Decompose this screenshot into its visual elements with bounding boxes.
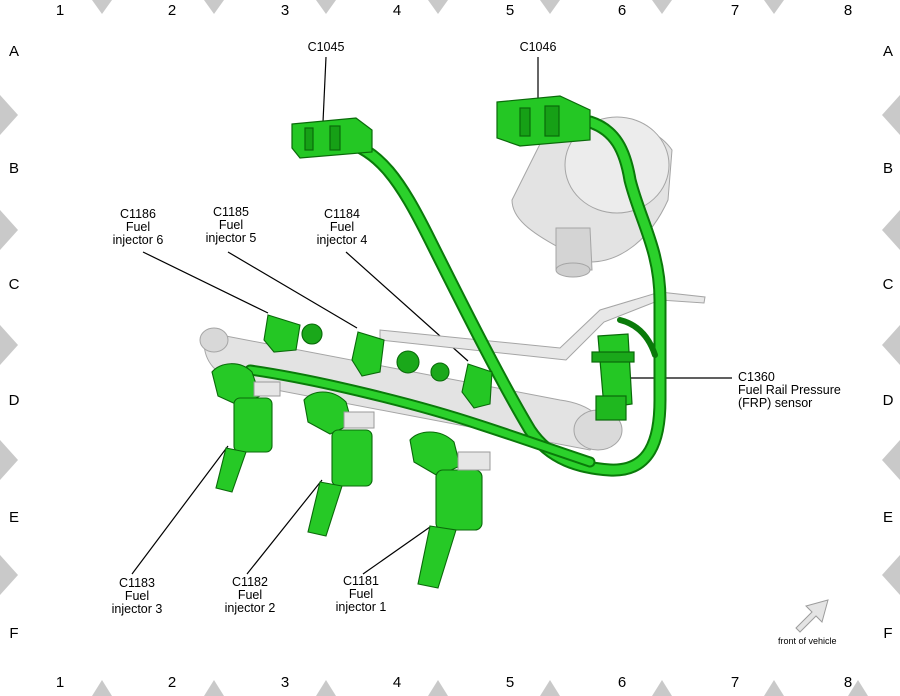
c1045-id: C1045 bbox=[307, 40, 345, 54]
c1181-line1: Fuel bbox=[348, 587, 374, 601]
injector-1-connector bbox=[409, 431, 461, 477]
connector-c1045-body bbox=[291, 117, 373, 159]
lower-injectors bbox=[211, 363, 483, 589]
harness-frp-branch bbox=[617, 317, 658, 358]
grid-row-d-left: D bbox=[8, 392, 20, 409]
c1184-line1: Fuel bbox=[329, 220, 355, 234]
grid-row-d-right: D bbox=[882, 392, 894, 409]
fuel-rail-assembly bbox=[199, 116, 706, 451]
injector-5-connector bbox=[351, 331, 385, 377]
front-of-vehicle-arrow-icon bbox=[795, 599, 829, 633]
grid-row-c-right: C bbox=[882, 276, 894, 293]
c1183-line2: injector 3 bbox=[111, 602, 163, 616]
label-c1045: C1045 bbox=[300, 41, 352, 54]
grid-col-6-bottom: 6 bbox=[617, 674, 627, 691]
pump-cap bbox=[564, 116, 670, 214]
grid-row-a-left: A bbox=[8, 43, 19, 60]
c1185-line1: Fuel bbox=[218, 218, 244, 232]
pressure-line bbox=[379, 291, 706, 361]
c1186-id: C1186 bbox=[120, 207, 156, 221]
grid-col-7-bottom: 7 bbox=[730, 674, 740, 691]
label-c1186: C1186 Fuel injector 6 bbox=[100, 208, 176, 247]
c1360-line2: (FRP) sensor bbox=[738, 396, 813, 410]
fuel-rail bbox=[203, 331, 607, 451]
grid-col-4-top: 4 bbox=[392, 2, 402, 19]
c1181-line2: injector 1 bbox=[335, 600, 387, 614]
c1185-id: C1185 bbox=[213, 205, 249, 219]
grid-row-a-right: A bbox=[882, 43, 893, 60]
label-c1185: C1185 Fuel injector 5 bbox=[193, 206, 269, 245]
label-c1181: C1181 Fuel injector 1 bbox=[323, 575, 399, 614]
c1185-line2: injector 5 bbox=[205, 231, 257, 245]
c1183-id: C1183 bbox=[119, 576, 155, 590]
grid-row-b-left: B bbox=[8, 160, 19, 177]
wiring-harness bbox=[244, 115, 667, 477]
c1186-line2: injector 6 bbox=[112, 233, 164, 247]
grid-col-2-bottom: 2 bbox=[167, 674, 177, 691]
injector-3-nozzle bbox=[215, 447, 247, 493]
injector-1-nozzle bbox=[417, 525, 457, 589]
label-c1183: C1183 Fuel injector 3 bbox=[99, 577, 175, 616]
c1360-id: C1360 bbox=[738, 370, 775, 384]
label-c1184: C1184 Fuel injector 4 bbox=[304, 208, 380, 247]
injector-6-connector bbox=[263, 314, 301, 353]
grid-row-f-left: F bbox=[9, 625, 19, 642]
grid-col-3-top: 3 bbox=[280, 2, 290, 19]
c1182-id: C1182 bbox=[232, 575, 268, 589]
grid-row-c-left: C bbox=[8, 276, 20, 293]
grid-col-4-bottom: 4 bbox=[392, 674, 402, 691]
grid-col-3-bottom: 3 bbox=[280, 674, 290, 691]
injector-3-body bbox=[233, 397, 273, 453]
injector-2-body bbox=[331, 429, 373, 487]
injector-collars bbox=[253, 381, 491, 471]
injector-4-connector bbox=[461, 363, 493, 409]
label-c1182: C1182 Fuel injector 2 bbox=[212, 576, 288, 615]
label-c1360: C1360 Fuel Rail Pressure (FRP) sensor bbox=[738, 371, 841, 410]
c1181-id: C1181 bbox=[343, 574, 379, 588]
injector-1-body bbox=[435, 469, 483, 531]
upper-injector-connectors bbox=[263, 314, 493, 409]
injector-2-nozzle bbox=[307, 481, 343, 537]
connector-c1046-body bbox=[496, 95, 591, 147]
c1184-line2: injector 4 bbox=[316, 233, 368, 247]
leader-lines bbox=[131, 56, 732, 575]
c1046-id: C1046 bbox=[519, 40, 557, 54]
grid-col-7-top: 7 bbox=[730, 2, 740, 19]
grid-col-8-top: 8 bbox=[843, 2, 853, 19]
frp-sensor-body bbox=[591, 333, 635, 421]
label-c1046: C1046 bbox=[512, 41, 564, 54]
grid-row-e-left: E bbox=[8, 509, 19, 526]
grid-col-1-bottom: 1 bbox=[55, 674, 65, 691]
grid-col-1-top: 1 bbox=[55, 2, 65, 19]
c1182-line2: injector 2 bbox=[224, 601, 276, 615]
c1182-line1: Fuel bbox=[237, 588, 263, 602]
grid-col-5-bottom: 5 bbox=[505, 674, 515, 691]
grid-col-2-top: 2 bbox=[167, 2, 177, 19]
c1186-line1: Fuel bbox=[125, 220, 151, 234]
pump-spring bbox=[555, 227, 593, 271]
grid-row-b-right: B bbox=[882, 160, 893, 177]
grid-col-6-top: 6 bbox=[617, 2, 627, 19]
grid-col-5-top: 5 bbox=[505, 2, 515, 19]
c1360-line1: Fuel Rail Pressure bbox=[738, 383, 841, 397]
front-of-vehicle-label: front of vehicle bbox=[778, 636, 837, 646]
grid-row-f-right: F bbox=[883, 625, 893, 642]
c1183-line1: Fuel bbox=[124, 589, 150, 603]
grid-row-e-right: E bbox=[882, 509, 893, 526]
c1184-id: C1184 bbox=[324, 207, 360, 221]
grid-col-8-bottom: 8 bbox=[843, 674, 853, 691]
